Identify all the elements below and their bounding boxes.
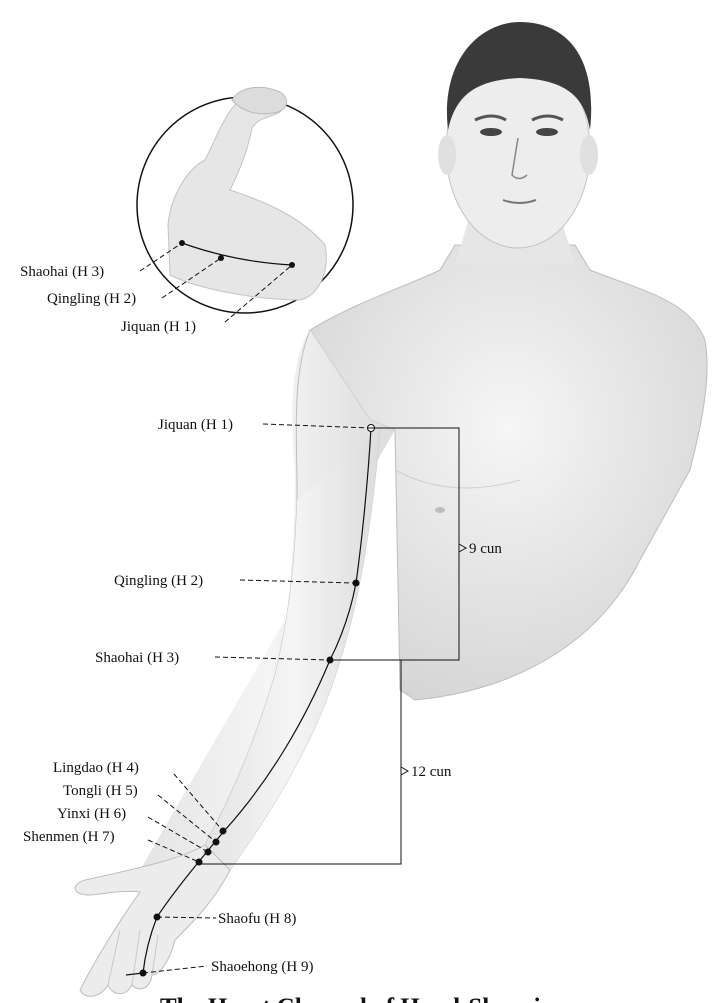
inset-circle: Shaohai (H 3) Qingling (H 2) Jiquan (H 1…: [20, 87, 353, 335]
inset-label-h1: Jiquan (H 1): [121, 319, 196, 335]
left-ear: [438, 135, 456, 175]
label-h2: Qingling (H 2): [114, 573, 203, 589]
label-h1: Jiquan (H 1): [158, 417, 233, 433]
inset-point-h1: [289, 262, 295, 268]
label-h4: Lingdao (H 4): [53, 760, 139, 776]
inset-label-h2: Qingling (H 2): [47, 291, 136, 307]
label-h3: Shaohai (H 3): [95, 650, 179, 666]
inset-point-h2: [218, 255, 224, 261]
label-h9: Shaoehong (H 9): [211, 959, 313, 975]
measure-12-cun: 12 cun: [411, 764, 452, 780]
label-h5: Tongli (H 5): [63, 783, 138, 799]
right-ear: [580, 135, 598, 175]
point-h6: [205, 849, 212, 856]
label-h6: Yinxi (H 6): [57, 806, 126, 822]
label-h7: Shenmen (H 7): [23, 829, 115, 845]
forearm: [205, 430, 380, 870]
right-eye: [536, 128, 558, 136]
measure-9-cun: 9 cun: [469, 541, 502, 557]
figure-caption: The Heart Channel of Hand-Shaoyin: [160, 994, 555, 1003]
left-eye: [480, 128, 502, 136]
bracket-12-cun-tick: [401, 767, 408, 775]
nipple: [435, 507, 445, 513]
label-h8: Shaofu (H 8): [218, 911, 296, 927]
inset-label-h3: Shaohai (H 3): [20, 264, 104, 280]
